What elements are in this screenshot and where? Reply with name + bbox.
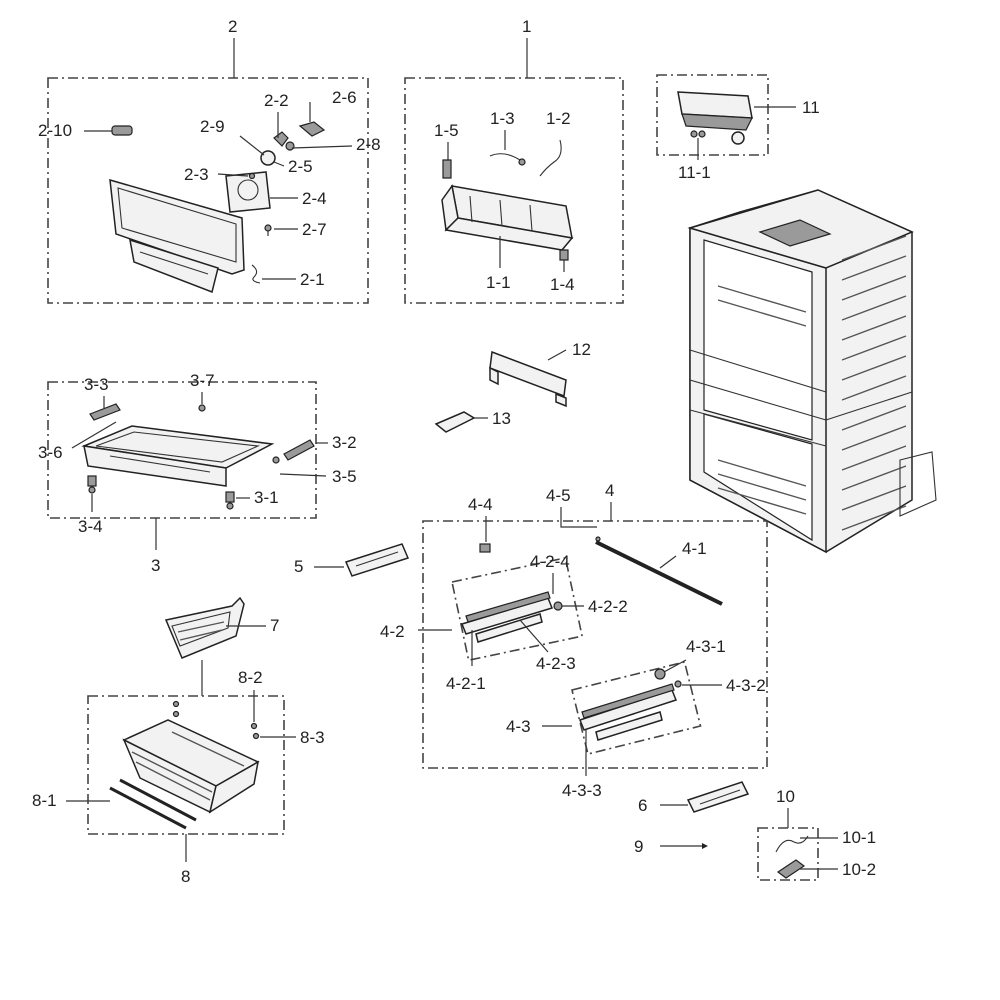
slide-rail-icon <box>460 591 554 643</box>
group-1-label: 1 <box>522 17 531 36</box>
part-1-3-label: 1-3 <box>490 109 515 128</box>
ice-maker-icon <box>677 91 753 145</box>
part-2-3-label: 2-3 <box>184 165 209 184</box>
part-4-3-label: 4-3 <box>506 717 531 736</box>
part-3-3-label: 3-3 <box>84 375 109 394</box>
part-4-1-label: 4-1 <box>682 539 707 558</box>
part-8-1-label: 8-1 <box>32 791 57 810</box>
part-4-2-3-label: 4-2-3 <box>536 654 576 673</box>
part-3-7-label: 3-7 <box>190 371 215 390</box>
group-1: 1 1-5 1-3 1-2 1-1 1-4 <box>404 17 624 304</box>
part-2-9-label: 2-9 <box>200 117 225 136</box>
part-3-4-label: 3-4 <box>78 517 103 536</box>
roller-icon <box>87 475 97 494</box>
handle-icon <box>489 350 567 408</box>
slide-rail-icon <box>119 778 197 822</box>
rail-icon <box>283 439 315 461</box>
part-6-label: 6 <box>638 796 647 815</box>
freezer-drawer-icon <box>122 719 260 814</box>
cover-panel-icon <box>109 178 245 294</box>
part-11-1-label: 11-1 <box>678 163 711 182</box>
group-10-label: 10 <box>776 787 795 806</box>
cover-strip-icon <box>686 781 750 813</box>
roller-icon <box>225 491 235 510</box>
spring-part-icon <box>84 125 133 136</box>
slide-rail-icon <box>579 683 677 741</box>
part-3-6-label: 3-6 <box>38 443 63 462</box>
part-2-4-label: 2-4 <box>302 189 327 208</box>
part-1-1-label: 1-1 <box>486 273 511 292</box>
shaft-rod-icon <box>595 540 723 606</box>
screw-icon <box>248 172 256 180</box>
part-13-label: 13 <box>492 409 511 428</box>
spacer-block-icon <box>434 411 476 433</box>
part-2-8-label: 2-8 <box>356 135 381 154</box>
part-2-7-label: 2-7 <box>302 220 327 239</box>
part-3-1-label: 3-1 <box>254 488 279 507</box>
group-3-label: 3 <box>151 556 160 575</box>
part-4-2-2-label: 4-2-2 <box>588 597 628 616</box>
evaporator-icon <box>441 184 574 251</box>
wire-harness-icon <box>539 139 562 177</box>
part-3-5-label: 3-5 <box>332 467 357 486</box>
part-4-2-1-label: 4-2-1 <box>446 674 486 693</box>
part-4-4-label: 4-4 <box>468 495 493 514</box>
part-8-3-label: 8-3 <box>300 728 325 747</box>
screw-icon <box>264 224 272 236</box>
part-7-label: 7 <box>270 616 279 635</box>
group-2-label: 2 <box>228 17 237 36</box>
bracket-icon <box>344 543 410 577</box>
group-11-label: 11 <box>802 98 820 117</box>
group-2: 2 2-10 2-1 2-4 2-3 <box>38 17 381 304</box>
slide-rail-icon <box>109 786 187 830</box>
part-4-2-4-label: 4-2-4 <box>530 552 570 571</box>
group-4-label: 4 <box>605 481 614 500</box>
part-4-3-3-label: 4-3-3 <box>562 781 602 800</box>
wire-harness-icon <box>775 835 809 853</box>
part-12-label: 12 <box>572 340 591 359</box>
fuse-icon <box>559 249 569 261</box>
part-1-4-label: 1-4 <box>550 275 575 294</box>
group-8: 8 8-2 8-3 8-1 <box>32 668 325 886</box>
group-4: 4 4-5 4-4 4-1 4-2 4-2-4 4-2-2 4-2-3 4-2-… <box>380 481 768 800</box>
part-1-5-label: 1-5 <box>434 121 459 140</box>
wire-harness-icon <box>489 153 521 161</box>
part-4-2-label: 4-2 <box>380 622 405 641</box>
refrigerator-cabinet-icon <box>687 189 937 554</box>
part-2-1-label: 2-1 <box>300 270 325 289</box>
part-4-3-1-label: 4-3-1 <box>686 637 726 656</box>
part-10-1-label: 10-1 <box>842 828 876 847</box>
part-10-2-label: 10-2 <box>842 860 876 879</box>
part-1-2-label: 1-2 <box>546 109 571 128</box>
drawer-frame-icon <box>81 425 275 487</box>
group-8-label: 8 <box>181 867 190 886</box>
part-3-2-label: 3-2 <box>332 433 357 452</box>
wire-harness-icon <box>251 264 261 284</box>
group-3: 3 3-3 3-7 3-6 3-2 3-5 3-1 <box>38 371 357 575</box>
sensor-icon <box>442 159 452 179</box>
group-11: 11 11-1 <box>656 74 820 182</box>
fan-motor-icon <box>225 171 271 213</box>
part-5-label: 5 <box>294 557 303 576</box>
part-8-2-label: 8-2 <box>238 668 263 687</box>
clip-icon <box>479 543 491 553</box>
part-4-3-2-label: 4-3-2 <box>726 676 766 695</box>
part-2-6-label: 2-6 <box>332 88 357 107</box>
part-9-label: 9 <box>634 837 643 856</box>
connector-icon <box>776 859 806 879</box>
basket-icon <box>164 596 245 659</box>
part-2-2-label: 2-2 <box>264 91 289 110</box>
part-2-10-label: 2-10 <box>38 121 72 140</box>
rail-icon <box>89 403 121 421</box>
part-4-5-label: 4-5 <box>546 486 571 505</box>
group-10: 10 10-1 10-2 <box>757 787 876 881</box>
screw-icon <box>702 843 708 849</box>
part-2-5-label: 2-5 <box>288 157 313 176</box>
